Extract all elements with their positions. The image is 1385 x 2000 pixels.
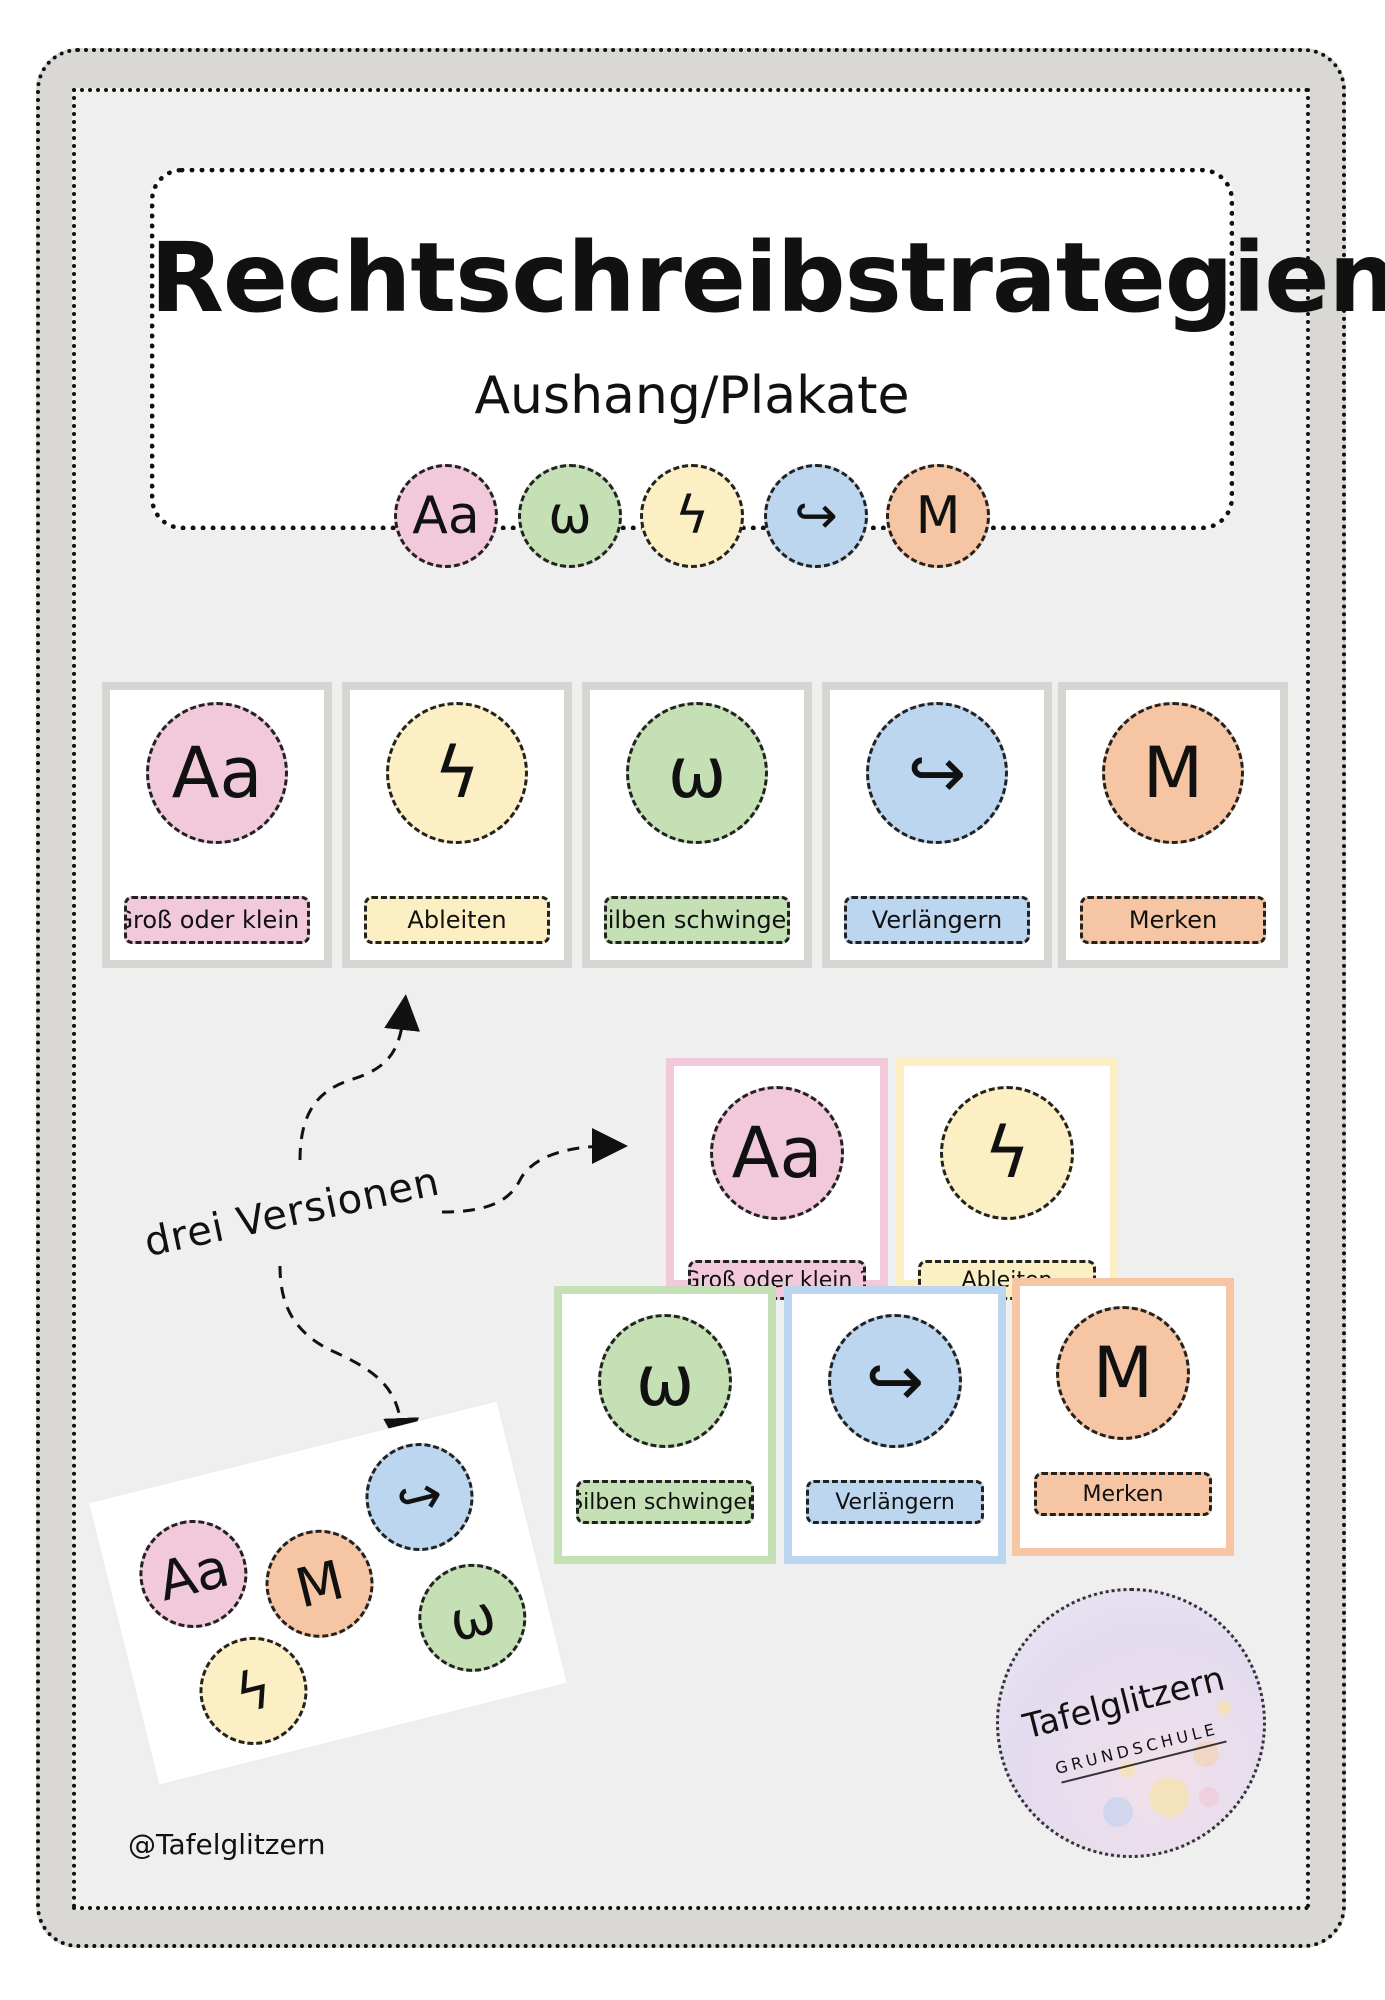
grey-card-merken: M Merken — [1058, 682, 1288, 968]
grey-card-gross-klein: Aa Groß oder klein ? — [102, 682, 332, 968]
card-label: Silben schwingen — [576, 1480, 754, 1524]
page-subtitle: Aushang/Plakate — [474, 366, 910, 426]
color-card-gross-klein: Aa Groß oder klein ? — [666, 1058, 888, 1300]
card-label: Merken — [1080, 896, 1266, 944]
syllable-arc-icon: ω — [598, 1314, 732, 1448]
color-card-silben: ω Silben schwingen — [554, 1286, 776, 1564]
color-card-merken: M Merken — [1012, 1278, 1234, 1556]
header-silben-icon: ω — [518, 464, 622, 568]
curved-arrow-icon: ↪ — [828, 1314, 962, 1448]
author-handle: @Tafelglitzern — [128, 1828, 326, 1861]
header-aa-icon: Aa — [394, 464, 498, 568]
curved-arrow-icon: ↪ — [866, 702, 1008, 844]
aa-icon: Aa — [710, 1086, 844, 1220]
header-merken-icon: M — [886, 464, 990, 568]
curved-arrow-icon: ↪ — [354, 1431, 485, 1563]
aa-icon: Aa — [146, 702, 288, 844]
lightning-icon: ϟ — [940, 1086, 1074, 1220]
lightning-icon: ϟ — [386, 702, 528, 844]
header-verlaengern-icon: ↪ — [764, 464, 868, 568]
header-ableiten-icon: ϟ — [640, 464, 744, 568]
color-card-verlaengern: ↪ Verlängern — [784, 1286, 1006, 1564]
m-icon: M — [254, 1518, 385, 1650]
aa-icon: Aa — [127, 1508, 259, 1640]
card-label: Silben schwingen — [604, 896, 790, 944]
grey-card-ableiten: ϟ Ableiten — [342, 682, 572, 968]
syllable-arc-icon: ω — [406, 1552, 538, 1684]
card-label: Verlängern — [844, 896, 1030, 944]
syllable-arc-icon: ω — [626, 702, 768, 844]
color-card-ableiten: ϟ Ableiten — [896, 1058, 1118, 1300]
lightning-icon: ϟ — [188, 1625, 319, 1757]
m-icon: M — [1102, 702, 1244, 844]
card-label: Verlängern — [806, 1480, 984, 1524]
tafelglitzern-logo: Tafelglitzern GRUNDSCHULE — [996, 1588, 1266, 1858]
card-label: Merken — [1034, 1472, 1212, 1516]
grey-card-verlaengern: ↪ Verlängern — [822, 682, 1052, 968]
m-icon: M — [1056, 1306, 1190, 1440]
grey-card-silben: ω Silben schwingen — [582, 682, 812, 968]
page-title: Rechtschreibstrategien — [150, 222, 1385, 334]
card-label: Groß oder klein ? — [124, 896, 310, 944]
card-label: Ableiten — [364, 896, 550, 944]
